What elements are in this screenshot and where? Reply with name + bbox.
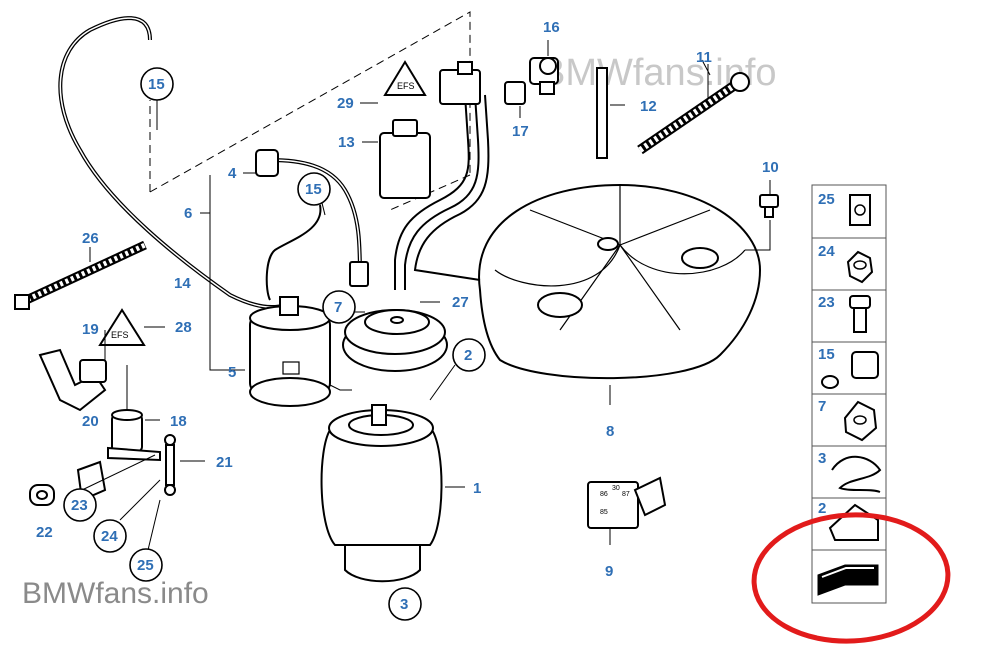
legend-label-3: 3 <box>818 450 826 467</box>
part-1-air-spring <box>320 404 465 583</box>
callout-29: 29 <box>337 95 354 112</box>
callout-17: 17 <box>512 123 529 140</box>
callout-20: 20 <box>82 413 99 430</box>
legend-label-23: 23 <box>818 294 835 311</box>
part-26-cable-tie <box>14 240 147 310</box>
clip-nut-icon <box>849 194 871 226</box>
callout-21: 21 <box>216 454 233 471</box>
callout-24: 24 <box>101 528 118 545</box>
callout-8: 8 <box>606 423 614 440</box>
part-9-relay: 86 30 87 85 <box>587 476 667 545</box>
callout-4: 4 <box>228 165 237 182</box>
spring-clip-icon <box>831 455 882 493</box>
callout-10: 10 <box>762 159 779 176</box>
callout-9: 9 <box>605 563 613 580</box>
lead-25 <box>147 499 161 551</box>
callout-19: 19 <box>82 321 99 338</box>
legend-label-15: 15 <box>818 346 835 363</box>
relay-pin-30: 30 <box>612 485 620 492</box>
callout-15-hose: 15 <box>305 181 322 198</box>
relay-pin-85: 85 <box>600 509 608 516</box>
part-28-warning-label: EFS <box>98 308 165 346</box>
part-13-control-unit <box>362 119 431 199</box>
callout-13: 13 <box>338 134 355 151</box>
callout-15-top: 15 <box>148 76 165 93</box>
collar-nut-icon <box>843 400 878 442</box>
svg-text:EFS: EFS <box>111 330 129 340</box>
lead-24 <box>119 479 161 521</box>
legend-label-2: 2 <box>818 500 826 517</box>
part-12-threaded-rod <box>596 67 625 159</box>
part-29-warning-label: EFS <box>360 60 427 104</box>
callout-25: 25 <box>137 557 154 574</box>
relay-pin-86: 86 <box>600 491 608 498</box>
part-22-bush <box>29 484 55 506</box>
part-10-bolt <box>759 180 779 218</box>
wiring-harness <box>394 61 490 290</box>
callout-3: 3 <box>400 596 408 613</box>
part-14-hose <box>58 16 286 309</box>
legend-label-25: 25 <box>818 191 835 208</box>
part-19-sensor-bracket <box>38 330 107 412</box>
highlight-circle <box>751 512 951 644</box>
part-17-clip <box>504 81 526 118</box>
fitting-icon <box>851 351 879 379</box>
relay-pin-87: 87 <box>622 491 630 498</box>
part-16-clip <box>529 57 559 95</box>
callout-27: 27 <box>452 294 469 311</box>
part-21-linkage <box>164 434 205 496</box>
callout-12: 12 <box>640 98 657 115</box>
part-18-level-sensor <box>107 365 161 462</box>
callout-18: 18 <box>170 413 187 430</box>
part-8-dome-cover <box>478 183 771 405</box>
callout-14: 14 <box>174 275 191 292</box>
callout-6: 6 <box>184 205 192 222</box>
watermark-bottom-left: BMWfans.info <box>22 577 209 610</box>
callout-28: 28 <box>175 319 192 336</box>
legend-label-24: 24 <box>818 243 835 260</box>
callout-5: 5 <box>228 364 236 381</box>
callout-26: 26 <box>82 230 99 247</box>
lead-23 <box>81 454 156 491</box>
legend-label-7: 7 <box>818 398 826 415</box>
part-27-mount <box>342 301 448 372</box>
callout-16: 16 <box>543 19 560 36</box>
callout-1: 1 <box>473 480 481 497</box>
svg-text:EFS: EFS <box>397 81 415 91</box>
callout-7: 7 <box>334 299 342 316</box>
part-11-cable-tie <box>637 64 750 155</box>
bolt-icon <box>849 295 871 309</box>
part-4-connector <box>255 149 369 301</box>
hex-nut-icon <box>846 250 874 284</box>
callout-circles <box>63 67 486 621</box>
callout-2: 2 <box>464 347 472 364</box>
callout-22: 22 <box>36 524 53 541</box>
callout-23: 23 <box>71 497 88 514</box>
callout-11: 11 <box>696 49 712 66</box>
fastener-legend: 25 24 23 15 7 3 2 <box>811 184 887 604</box>
